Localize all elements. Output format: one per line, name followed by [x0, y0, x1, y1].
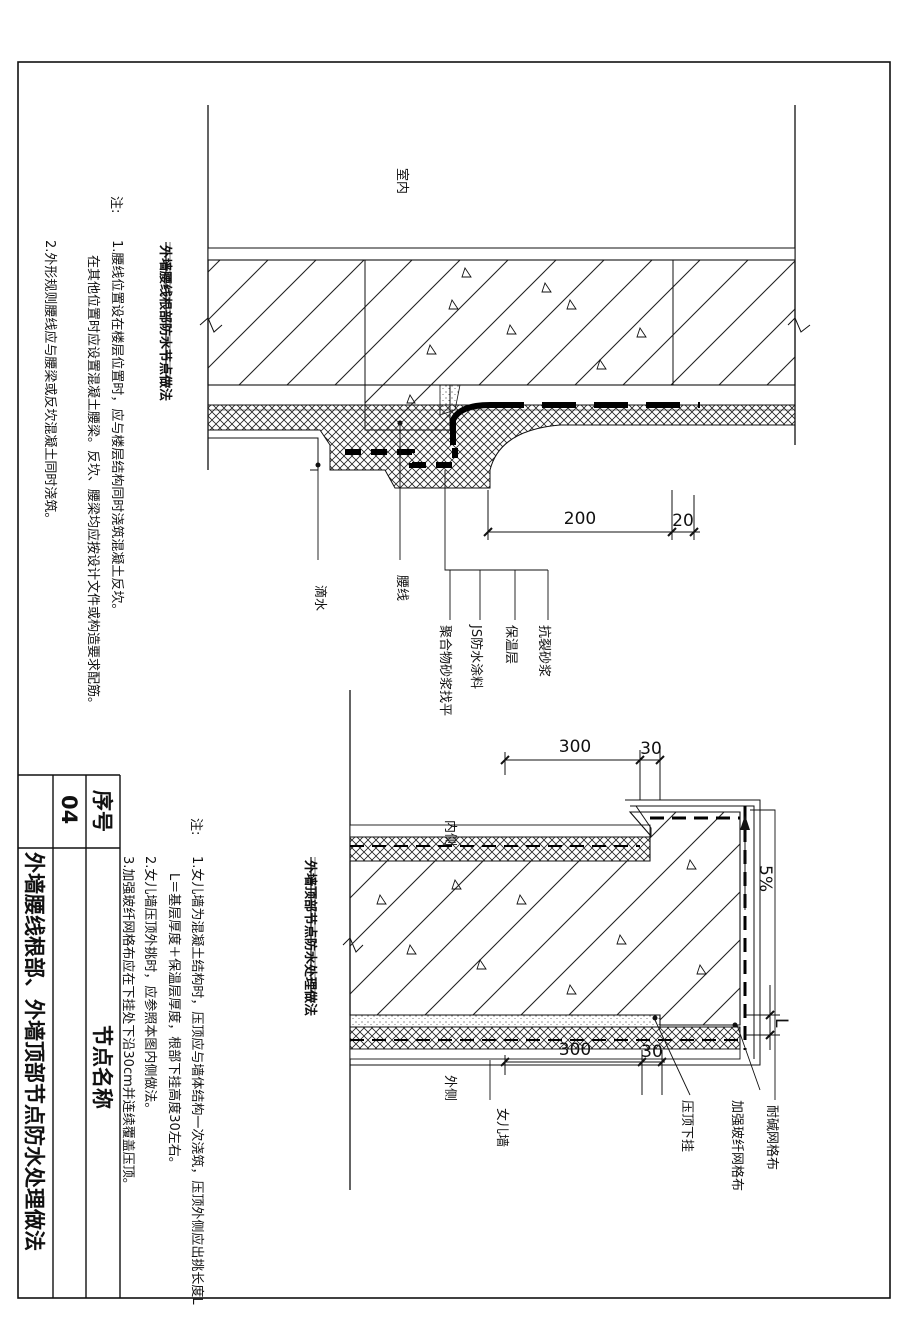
slope-label: 5% [755, 865, 775, 892]
label-insulation: 保温层 [503, 625, 518, 664]
dim-200: 200 [564, 509, 596, 529]
label-waistline: 腰线 [394, 575, 409, 601]
label-polymer-mortar: 聚合物砂浆找平 [437, 625, 452, 716]
dim-L: L [771, 1018, 791, 1028]
top-note-1: 1.腰线位置设在楼层位置时，应与楼层结构同时浇筑混凝土反坎。 [109, 240, 125, 616]
label-parapet: 女儿墙 [494, 1108, 510, 1147]
bottom-note-3: 3.加强玻纤网格布应在下挂处下沿30cm并连续覆盖压顶。 [120, 856, 136, 1191]
name-header: 节点名称 [90, 1025, 114, 1109]
name-value: 外墙腰线根部、外墙顶部节点防水处理做法 [22, 852, 46, 1251]
top-detail-title: 外墙腰线根部防水节点做法 [157, 244, 173, 401]
seq-header: 序号 [90, 790, 114, 832]
bottom-note-1: 1.女儿墙为混凝土结构时，压顶应与墙体结构一次浇筑，压顶外侧应出挑长度L [189, 856, 205, 1305]
label-coping-drop: 压顶下挂 [679, 1100, 694, 1152]
label-alkali-mesh: 耐碱网格布 [764, 1105, 780, 1170]
dim-20: 20 [672, 511, 694, 531]
waistline-detail: 200 20 室内 抗裂砂浆 保温层 JS防水涂料 聚合物砂浆找平 腰线 滴水 … [42, 105, 811, 716]
inner-side-label: 内侧 [442, 820, 458, 846]
room-label: 室内 [394, 168, 410, 194]
outer-side-label: 外侧 [442, 1075, 457, 1101]
bottom-detail-title: 外墙顶部节点防水处理做法 [302, 859, 318, 1016]
parapet-detail: 5% 300 30 300 30 [120, 690, 791, 1305]
bottom-note-2: 2.女儿墙压顶外挑时，应参照本图内侧做法。 [142, 856, 158, 1115]
top-note-1b: 在其他位置时应设置混凝土腰梁。反坎、腰梁均应按设计文件或构造要求配筋。 [85, 255, 101, 710]
sheet-border [17, 61, 891, 1299]
seq-value: 04 [57, 795, 81, 824]
dim-bottom-30: 30 [641, 1042, 663, 1062]
bottom-note-1b: L＝基层厚度＋保温层厚度，根部下挂高度30左右。 [166, 873, 182, 1170]
top-note-2: 2.外形规则腰线应与腰梁或反坎混凝土同时浇筑。 [42, 240, 58, 525]
dim-bottom-300: 300 [559, 1040, 591, 1060]
top-notes-head: 注: [108, 196, 123, 213]
dim-top-30: 30 [640, 739, 662, 759]
dim-top-300: 300 [559, 737, 591, 757]
label-anti-crack-mortar: 抗裂砂浆 [536, 625, 551, 677]
label-reinforced-mesh: 加强玻纤网格布 [729, 1100, 745, 1191]
bottom-notes-head: 注: [188, 818, 203, 835]
label-drip: 滴水 [312, 585, 328, 611]
title-block: 序号 04 节点名称 外墙腰线根部、外墙顶部节点防水处理做法 [18, 774, 121, 1298]
label-js-coating: JS防水涂料 [468, 624, 484, 689]
